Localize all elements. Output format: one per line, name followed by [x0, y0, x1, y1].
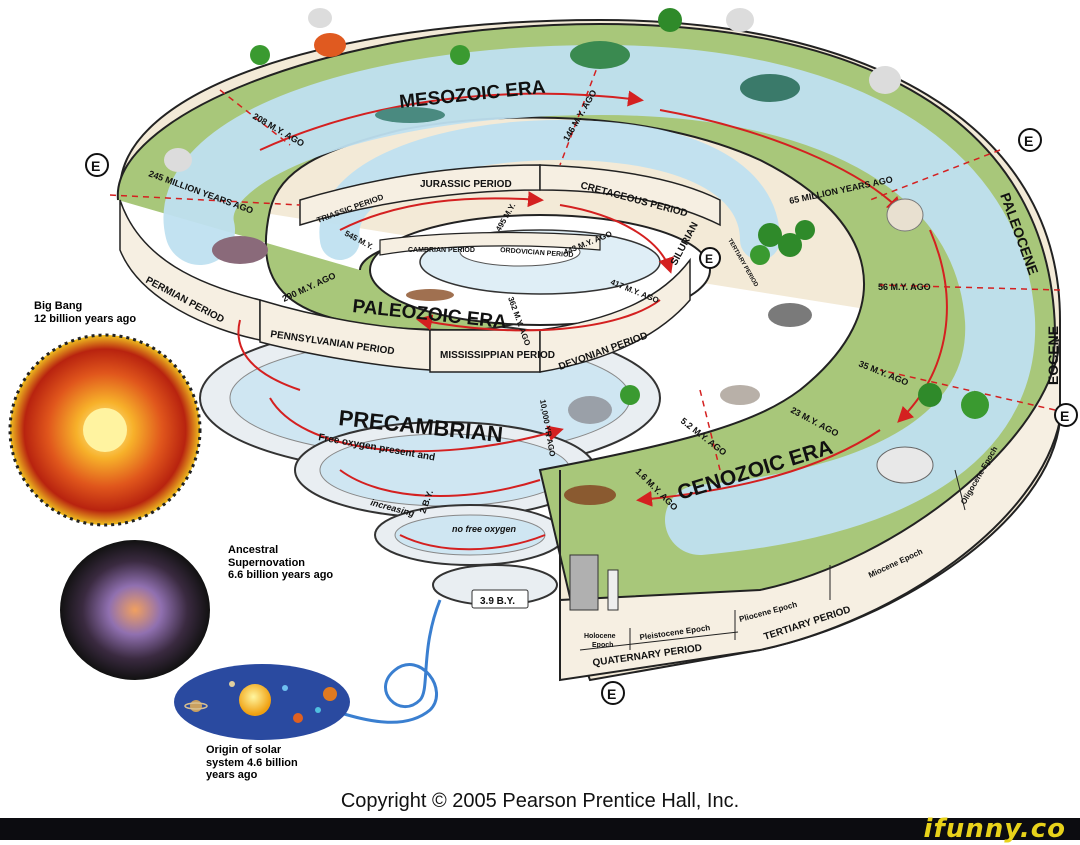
- footer-bar: [0, 818, 1080, 840]
- holocene-epoch-label-line2: Epoch: [592, 642, 613, 649]
- no-free-oxygen-label: no free oxygen: [452, 524, 517, 534]
- jurassic-period-label: JURASSIC PERIOD: [420, 179, 512, 190]
- cambrian-period-label: CAMBRIAN PERIOD: [408, 247, 475, 254]
- e-marker-center: E: [699, 247, 721, 269]
- holocene-epoch-label-line1: Holocene: [584, 633, 616, 640]
- age-56-label: 56 M.Y. AGO: [878, 282, 931, 292]
- svg-text:E: E: [1060, 408, 1069, 424]
- supernova-image: [60, 540, 210, 680]
- svg-text:E: E: [607, 686, 616, 702]
- age-3-9by-label: 3.9 B.Y.: [480, 596, 515, 607]
- copyright-text: Copyright © 2005 Pearson Prentice Hall, …: [340, 790, 740, 812]
- e-marker-bottom: E: [601, 681, 625, 705]
- vegetation-decor: [164, 8, 989, 611]
- e-marker-top-right: E: [1018, 128, 1042, 152]
- mississippian-period-label: MISSISSIPPIAN PERIOD: [440, 350, 555, 361]
- solar-system-image: [174, 664, 350, 740]
- e-marker-right: E: [1054, 403, 1078, 427]
- solar-system-label: Origin of solar system 4.6 billion years…: [206, 744, 298, 782]
- svg-text:E: E: [91, 158, 100, 174]
- eocene-epoch-label: EOCENE: [1045, 326, 1061, 385]
- big-bang-label: Big Bang 12 billion years ago: [34, 300, 137, 325]
- svg-text:E: E: [1024, 133, 1033, 149]
- supernova-label: Ancestral Supernovation 6.6 billion year…: [228, 544, 334, 582]
- svg-text:E: E: [705, 252, 713, 266]
- e-marker-left: E: [85, 153, 109, 177]
- big-bang-image: [8, 333, 202, 527]
- ifunny-watermark: ifunny.co: [923, 814, 1066, 844]
- spiral-disk: [109, 8, 1061, 682]
